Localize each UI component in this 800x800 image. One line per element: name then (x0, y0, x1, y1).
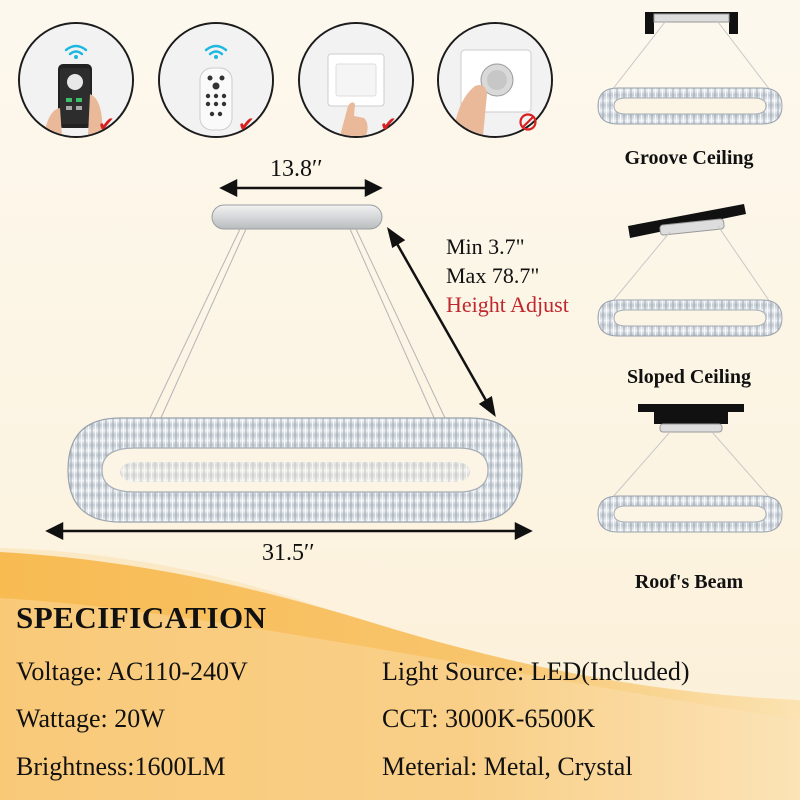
remote-control-circle (158, 22, 274, 138)
spec-voltage: Voltage: AC110-240V (16, 657, 248, 686)
smartphone-app-icon (20, 24, 132, 136)
app-control-circle (18, 22, 134, 138)
spec-cct: CCT: 3000K-6500K (382, 704, 596, 733)
not-supported-icon (519, 113, 537, 136)
spec-brightness: Brightness:1600LM (16, 752, 226, 781)
height-adjust-note: Min 3.7" Max 78.7" Height Adjust (446, 232, 569, 319)
dimmer-knob-icon (439, 24, 551, 136)
supported-check-icon: ✔ (98, 112, 115, 136)
spec-light-source: Light Source: LED(Included) (382, 657, 690, 686)
wall-switch-icon (300, 24, 412, 136)
height-adjust-label: Height Adjust (446, 292, 569, 317)
spec-material: Meterial: Metal, Crystal (382, 752, 633, 781)
install-label-sloped-ceiling: Sloped Ceiling (627, 366, 751, 388)
install-label-groove-ceiling: Groove Ceiling (624, 147, 754, 169)
supported-check-icon: ✔ (380, 112, 397, 136)
supported-check-icon: ✔ (238, 112, 255, 136)
height-max-label: Max 78.7" (446, 263, 540, 288)
ring-width-label: 31.5′′ (262, 540, 315, 566)
install-label-roofs-beam: Roof's Beam (634, 571, 744, 593)
remote-control-icon (160, 24, 272, 136)
wall-switch-circle (298, 22, 414, 138)
height-min-label: Min 3.7" (446, 234, 525, 259)
canopy-width-label: 13.8′′ (270, 156, 323, 182)
spec-wattage: Wattage: 20W (16, 704, 165, 733)
specification-title: SPECIFICATION (16, 600, 267, 635)
